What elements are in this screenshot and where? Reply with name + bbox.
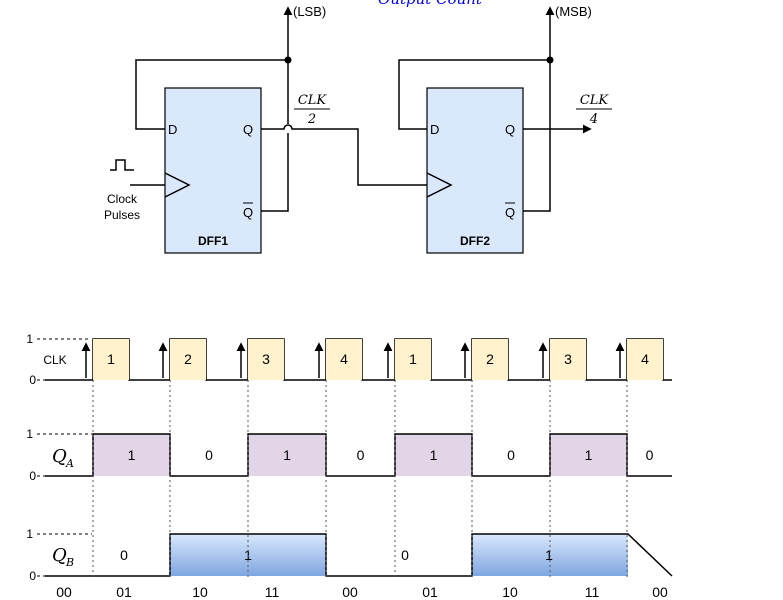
- clk-pulse-label: 1: [107, 351, 115, 367]
- msb-label: (MSB): [555, 4, 592, 19]
- clk-pulse-fill: [395, 339, 431, 380]
- qa-value-label: 1: [585, 447, 593, 463]
- qa-value-label: 0: [205, 447, 213, 463]
- clk-pulse-label: 3: [262, 351, 270, 367]
- clk-pulse-label: 2: [184, 351, 192, 367]
- qa-high-fill: [93, 434, 170, 476]
- clk-row-label: CLK: [43, 353, 66, 367]
- lsb-junction: [284, 56, 292, 64]
- clk-pulse-label: 2: [486, 351, 494, 367]
- qa-value-label: 0: [646, 447, 654, 463]
- dff2-qbar-pin: Q: [505, 205, 515, 220]
- qa-high-fill: [395, 434, 472, 476]
- clk-quarter-den: 4: [589, 112, 598, 127]
- qb-row-label: Q: [52, 545, 67, 566]
- count-label: 01: [422, 584, 438, 600]
- circuit: D Q Q DFF1 D Q Q DFF2 Clock Pulses (LSB)…: [104, 4, 612, 254]
- count-label: 10: [502, 584, 518, 600]
- qa-high-fill: [248, 434, 326, 476]
- count-label: 00: [342, 584, 358, 600]
- qb-value-label: 0: [120, 547, 128, 563]
- qa-value-label: 1: [430, 447, 438, 463]
- clk-pulse-fill: [326, 339, 362, 380]
- output-count-title: Output Count: [378, 0, 483, 8]
- dff1-feedback-wire: [135, 59, 289, 130]
- msb-junction: [546, 56, 554, 64]
- clk-pulse-group: 1 2 3 4 1 2 3 4: [81, 339, 663, 380]
- qa-value-label: 0: [357, 447, 365, 463]
- clk-pulse-label: 1: [409, 351, 417, 367]
- qa-level-low: 0: [29, 469, 36, 483]
- clk-pulse-fill: [170, 339, 206, 380]
- qa-row-sub: A: [65, 457, 74, 470]
- dff1-box: [164, 87, 262, 254]
- qb-value-label: 1: [545, 547, 553, 563]
- clk-pulse-label: 4: [641, 351, 649, 367]
- qa-waveform: [45, 433, 672, 477]
- clk-level-high: 1: [26, 332, 33, 346]
- dff1-clock-triangle: [164, 172, 191, 198]
- clk-pulse-fill: [472, 339, 508, 380]
- dff1-q-to-dff2-clk-wire: [261, 124, 427, 186]
- dff1-d-pin: D: [168, 122, 177, 137]
- count-label: 01: [116, 584, 132, 600]
- clock-label-2: Pulses: [104, 208, 140, 222]
- qb-level-high: 1: [26, 527, 33, 541]
- count-label: 11: [265, 584, 280, 600]
- dff2-feedback-wire: [398, 59, 551, 212]
- dff2-name: DFF2: [460, 234, 490, 248]
- qa-high-fill: [550, 434, 627, 476]
- qb-level-low: 0: [29, 569, 36, 583]
- clk-pulse-fill: [93, 339, 129, 380]
- clk-half-den: 2: [307, 112, 316, 127]
- qb-row-sub: B: [65, 556, 74, 569]
- clock-label-1: Clock: [107, 192, 138, 206]
- count-label: 11: [585, 584, 600, 600]
- dff1-qbar-pin: Q: [243, 205, 253, 220]
- dff2-clock-triangle: [426, 172, 453, 198]
- clk-level-low: 0: [29, 373, 36, 387]
- dff1-name: DFF1: [198, 234, 228, 248]
- count-label-group: 00 01 10 11 00 01 10 11 00: [56, 584, 668, 600]
- clk-pulse-fill: [248, 339, 284, 380]
- clk-pulse-label: 3: [564, 351, 572, 367]
- vertical-guides: [92, 380, 628, 580]
- count-label: 00: [56, 584, 72, 600]
- dff2-d-pin: D: [430, 122, 439, 137]
- clk-pulse-fill: [550, 339, 586, 380]
- clk-pulse-label: 4: [340, 351, 348, 367]
- dff2-q-pin: Q: [505, 122, 515, 137]
- qb-value-label: 0: [401, 547, 409, 563]
- dff1-qbar-wire: [261, 133, 289, 212]
- clk-quarter-num: CLK: [580, 93, 610, 108]
- qa-value-label: 1: [283, 447, 291, 463]
- count-label: 10: [192, 584, 208, 600]
- lsb-label: (LSB): [293, 4, 326, 19]
- qa-waveform-group: 1 0 1 0 1 0 1 0: [45, 433, 672, 477]
- clk-pulse-fill: [627, 339, 663, 380]
- dff1-q-pin: Q: [243, 122, 253, 137]
- qa-level-high: 1: [26, 427, 33, 441]
- clock-pulse-symbol: [110, 159, 134, 171]
- clk-half-num: CLK: [298, 93, 328, 108]
- qa-value-label: 1: [128, 447, 136, 463]
- dff2-box: [426, 87, 524, 254]
- qa-value-label: 0: [507, 447, 515, 463]
- qa-row-label: Q: [52, 446, 67, 467]
- count-label: 00: [652, 584, 668, 600]
